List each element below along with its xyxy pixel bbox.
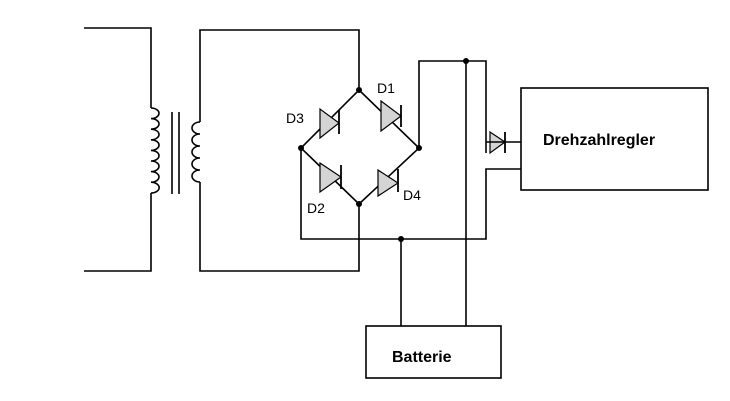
secondary-coil: [191, 121, 201, 183]
diode-d2: [319, 161, 343, 194]
diode-d4-triangle: [377, 168, 400, 198]
battery-box: [365, 325, 502, 379]
diode-d2-triangle: [319, 161, 343, 194]
controller-label: Drehzahlregler: [543, 132, 655, 149]
diode-d4: [377, 168, 400, 198]
diode-d1: [380, 99, 402, 133]
output-wires: [300, 60, 521, 326]
d1-label: D1: [377, 80, 395, 96]
diode-d1-triangle: [380, 99, 402, 133]
primary-coil: [150, 107, 160, 194]
diode-d3-triangle: [319, 107, 340, 140]
d4-label: D4: [403, 187, 421, 203]
diode-d3: [319, 107, 340, 140]
d2-label: D2: [307, 200, 325, 216]
transformer-core: [171, 112, 180, 194]
controller-box: [520, 87, 709, 191]
d3-label: D3: [286, 110, 304, 126]
diode-controller: [485, 125, 521, 155]
battery-label: Batterie: [392, 349, 452, 366]
primary-wires: [84, 27, 152, 272]
junction-dots: [298, 58, 469, 242]
secondary-wires: [199, 29, 360, 272]
